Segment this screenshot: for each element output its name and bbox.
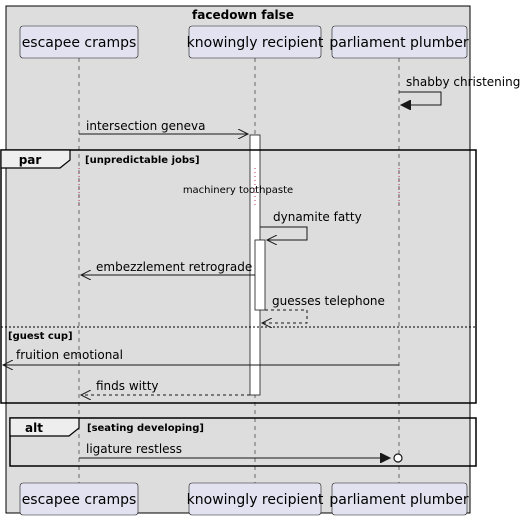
alt-condition: [seating developing]: [87, 423, 204, 434]
note-divider: machinery toothpaste: [78, 168, 400, 206]
alt-fragment: alt [seating developing]: [9, 417, 477, 467]
diagram-frame: facedown false: [5, 5, 471, 514]
participant-knowingly-recipient-bottom[interactable]: [188, 482, 322, 516]
participant-parliament-plumber-bottom[interactable]: [331, 482, 468, 516]
participant-label: parliament plumber: [329, 492, 468, 508]
message-label: embezzlement retrograde: [96, 260, 252, 274]
participant-escapee-cramps-bottom[interactable]: [19, 482, 139, 516]
participant-parliament-plumber[interactable]: [331, 25, 468, 59]
par-tab: [0, 149, 71, 169]
lifelines: [78, 58, 400, 483]
alt-keyword: alt: [25, 421, 43, 435]
message-arrow: [399, 91, 442, 105]
activation-bar-recipient-nested: [254, 239, 266, 311]
message-label: ligature restless: [86, 442, 182, 456]
par-fragment: par [unpredictable jobs] [guest cup]: [0, 149, 477, 404]
message-label: shabby christening: [406, 75, 520, 89]
par-keyword: par: [19, 153, 42, 167]
participant-label: parliament plumber: [329, 35, 468, 51]
par-else-condition: [guest cup]: [8, 331, 73, 342]
message-label: intersection geneva: [86, 119, 205, 133]
messages: shabby christening intersection geneva d…: [3, 75, 520, 462]
message-endpoint-circle: [393, 453, 403, 463]
participant-label: escapee cramps: [22, 35, 137, 51]
participants-top: escapee cramps knowingly recipient parli…: [19, 25, 469, 59]
participant-label: escapee cramps: [22, 492, 137, 508]
par-box: [0, 149, 477, 404]
message-label: dynamite fatty: [273, 210, 362, 224]
participant-escapee-cramps[interactable]: [19, 25, 139, 59]
participant-knowingly-recipient[interactable]: [188, 25, 322, 59]
message-label: fruition emotional: [16, 348, 123, 362]
message-label: finds witty: [96, 379, 159, 393]
participant-label: knowingly recipient: [187, 35, 324, 51]
frame-box: [5, 5, 471, 514]
message-arrow: [260, 226, 308, 240]
alt-box: [9, 417, 477, 467]
note-text: machinery toothpaste: [183, 185, 293, 196]
alt-tab: [9, 417, 80, 437]
message-label: guesses telephone: [272, 294, 385, 308]
participants-bottom: escapee cramps knowingly recipient parli…: [19, 482, 469, 516]
diagram-title: facedown false: [192, 8, 294, 22]
message-arrow: [262, 309, 308, 323]
par-condition: [unpredictable jobs]: [85, 155, 200, 166]
participant-label: knowingly recipient: [187, 492, 324, 508]
